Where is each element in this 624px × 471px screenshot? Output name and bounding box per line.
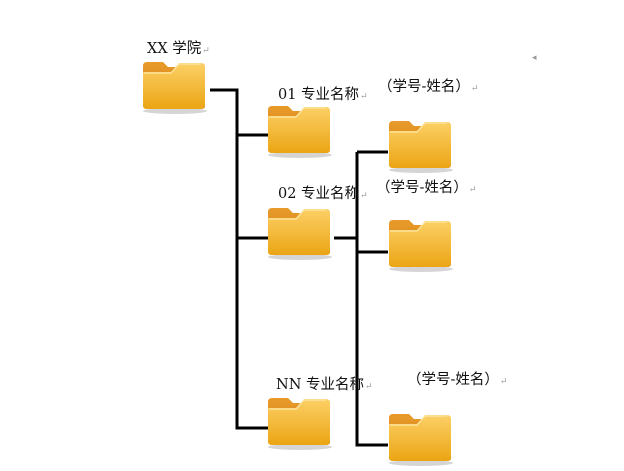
- folder-icon[interactable]: [141, 58, 209, 114]
- student-02-label: （学号-姓名）↵: [376, 180, 477, 196]
- student-nn-label: （学号-姓名）↵: [407, 372, 508, 388]
- major-nn-label: NN 专业名称↵: [276, 377, 373, 393]
- folder-icon[interactable]: [266, 204, 334, 260]
- student-01-label: （学号-姓名）↵: [378, 79, 479, 95]
- major-02-label: 02 专业名称↵: [278, 186, 368, 202]
- root-label: XX 学院↵: [147, 41, 210, 57]
- folder-icon[interactable]: [266, 394, 334, 450]
- root-connector: [210, 88, 268, 430]
- folder-icon[interactable]: [387, 117, 455, 173]
- major-01-label: 01 专业名称↵: [278, 87, 368, 103]
- stray-mark: ◂: [532, 53, 537, 63]
- student-connector: [334, 236, 388, 447]
- folder-icon[interactable]: [387, 216, 455, 272]
- folder-icon[interactable]: [387, 410, 455, 466]
- folder-icon[interactable]: [266, 102, 334, 158]
